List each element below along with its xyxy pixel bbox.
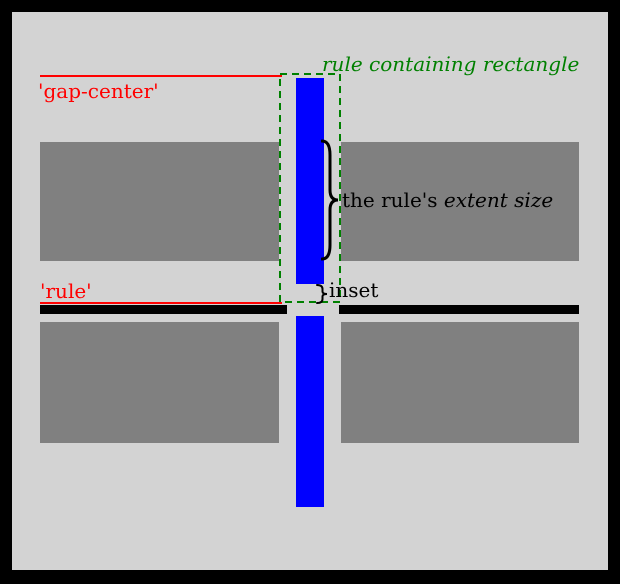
rule-containing-rectangle-label: rule containing rectangle: [322, 52, 580, 76]
column-rule-segment-top: [296, 78, 324, 284]
gap-center-label: 'gap-center': [38, 79, 159, 103]
grid-item-bottom-right: [341, 322, 579, 443]
extent-size-label: the rule's extent size: [342, 188, 553, 212]
row-rule-segment-right: [339, 305, 579, 314]
gap-center-line: [40, 75, 282, 77]
extent-size-label-regular: the rule's: [342, 188, 444, 212]
extent-size-label-italic: extent size: [443, 188, 554, 212]
rule-line: [40, 302, 282, 304]
grid-item-bottom-left: [40, 322, 279, 443]
extent-brace-icon: [321, 139, 339, 261]
rule-label: 'rule': [40, 279, 92, 303]
rule-containing-rectangle-outline: [279, 73, 341, 303]
extent-brace-path: [321, 139, 339, 261]
row-rule-segment-left: [40, 305, 287, 314]
column-rule-segment-bottom: [296, 316, 324, 507]
grid-item-top-left: [40, 142, 279, 261]
inset-brace-icon: [316, 284, 328, 304]
inset-brace-path: [316, 284, 328, 304]
rule-containing-rectangle: [279, 73, 341, 303]
inset-label: inset: [329, 278, 379, 302]
grid-item-top-right: [341, 142, 579, 261]
